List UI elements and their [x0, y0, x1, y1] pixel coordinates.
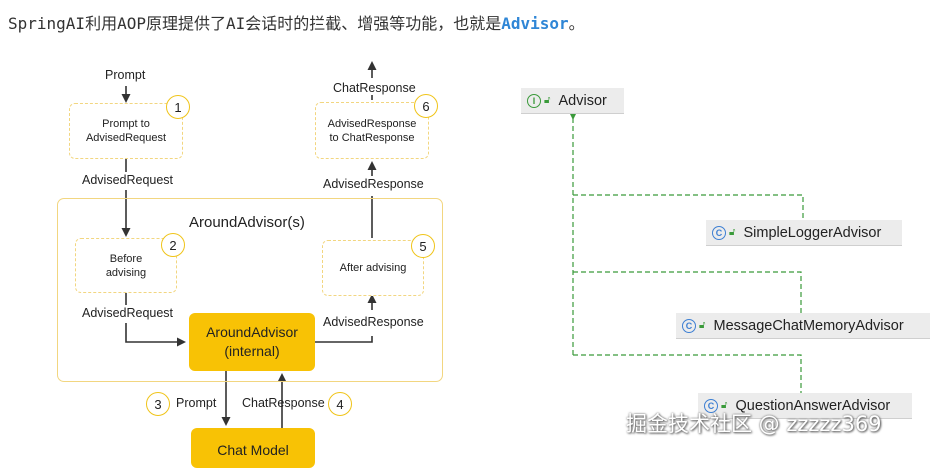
step5-box: After advising	[322, 240, 424, 296]
intro-sentence: SpringAI利用AOP原理提供了AI会话时的拦截、增强等功能，也就是Advi…	[8, 10, 585, 34]
class-simple-logger-name: SimpleLoggerAdvisor	[743, 224, 882, 241]
class-advisor: I 🔓︎ Advisor	[521, 88, 624, 114]
connector-lines	[121, 61, 804, 428]
lock-icon: 🔓︎	[699, 320, 706, 331]
label-advised-response-2: AdvisedResponse	[323, 177, 424, 191]
label-prompt: Prompt	[105, 68, 146, 82]
lock-icon: 🔓︎	[544, 95, 551, 106]
step5-number: 5	[411, 234, 435, 258]
around-advisors-group	[57, 198, 443, 382]
intro-text: SpringAI利用AOP原理提供了AI会话时的拦截、增强等功能，也就是	[8, 14, 502, 33]
class-icon: C	[682, 318, 696, 333]
lock-icon: 🔓︎	[729, 227, 736, 238]
label-step4-chat-response: ChatResponse	[242, 396, 325, 410]
arrow-core-to-step5	[315, 336, 373, 343]
class-advisor-name: Advisor	[558, 92, 607, 109]
step6-line1: AdvisedResponse	[327, 117, 417, 130]
class-question-answer-name: QuestionAnswerAdvisor	[735, 397, 891, 414]
step1-line1: Prompt to	[102, 118, 150, 130]
arrow-step2-to-core	[125, 323, 186, 347]
label-advised-request-1: AdvisedRequest	[82, 173, 174, 187]
inherit-question-answer	[573, 354, 802, 393]
around-advisors-title: AroundAdvisor(s)	[189, 214, 305, 231]
core-line2: (internal)	[224, 343, 280, 359]
watermark: 掘金技术社区 @ zzzzz369	[626, 412, 882, 436]
step1-line2: AdvisedRequest	[85, 132, 167, 144]
step1-number: 1	[166, 95, 190, 119]
around-advisor-internal: AroundAdvisor (internal)	[189, 313, 315, 371]
inherit-simple-logger	[573, 194, 804, 219]
label-advised-request-2: AdvisedRequest	[82, 306, 174, 320]
label-chat-response-top: ChatResponse	[333, 81, 416, 95]
step1-box: Prompt to AdvisedRequest	[69, 103, 183, 159]
step6-number: 6	[414, 94, 438, 118]
inherit-message-memory	[573, 271, 802, 313]
class-question-answer-advisor: C 🔓︎ QuestionAnswerAdvisor	[698, 393, 912, 419]
intro-keyword: Advisor	[501, 14, 569, 33]
step2-line1: Before	[109, 252, 143, 265]
step2-line2: advising	[105, 266, 147, 279]
step6-line2: to ChatResponse	[329, 131, 415, 144]
class-icon: C	[712, 225, 726, 240]
label-step3-prompt: Prompt	[176, 396, 217, 410]
step2-number: 2	[161, 233, 185, 257]
step3-number: 3	[146, 392, 170, 416]
class-message-chat-memory-advisor: C 🔓︎ MessageChatMemoryAdvisor	[676, 313, 930, 339]
label-advised-response-1: AdvisedResponse	[323, 315, 424, 329]
interface-icon: I	[527, 93, 541, 108]
step4-number: 4	[328, 392, 352, 416]
step5-text: After advising	[339, 262, 407, 274]
class-message-chat-memory-name: MessageChatMemoryAdvisor	[713, 317, 904, 334]
chat-model-box: Chat Model	[191, 428, 315, 468]
lock-icon: 🔓︎	[721, 400, 728, 411]
core-line1: AroundAdvisor	[206, 324, 298, 340]
intro-end: 。	[568, 14, 585, 33]
class-icon: C	[704, 398, 718, 413]
class-simple-logger-advisor: C 🔓︎ SimpleLoggerAdvisor	[706, 220, 902, 246]
